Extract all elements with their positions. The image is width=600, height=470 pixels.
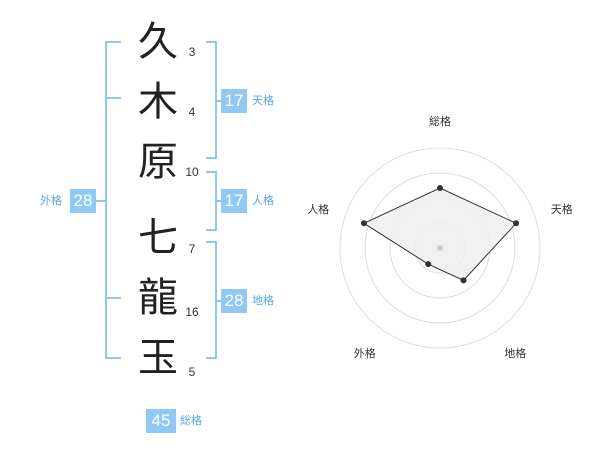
radar-point-3 <box>460 277 467 284</box>
name-char-3: 原 <box>138 139 178 185</box>
radar-grid-ring-4 <box>339 147 541 349</box>
radar-grid-ring-3 <box>364 172 516 324</box>
gaikaku-badge: 28 <box>70 189 96 213</box>
name-char-1: 久 <box>138 19 178 65</box>
stroke-count-2: 4 <box>188 105 196 119</box>
chikaku-badge: 28 <box>221 289 247 313</box>
radar-data-area <box>362 187 517 281</box>
jinkaku-badge: 17 <box>221 189 247 213</box>
radar-axis-label-2: 天格 <box>550 203 573 217</box>
tenkaku-label: 天格 <box>252 94 274 107</box>
name-char-2: 木 <box>138 79 178 125</box>
radar-center-dot <box>437 245 443 251</box>
radar-point-2 <box>513 220 520 227</box>
jinkaku-label: 人格 <box>252 194 274 207</box>
radar-point-5 <box>360 220 367 227</box>
radar-axis-label-4: 外格 <box>353 346 376 360</box>
radar-axis-label-3: 地格 <box>504 346 527 360</box>
soukaku-badge: 45 <box>146 409 176 433</box>
name-char-4: 七 <box>138 215 178 261</box>
radar-point-4 <box>425 261 432 268</box>
stroke-count-3: 10 <box>185 165 199 179</box>
radar-point-1 <box>437 185 443 191</box>
chikaku-label: 地格 <box>252 294 274 307</box>
stroke-count-1: 3 <box>188 45 196 59</box>
tenkaku-badge: 17 <box>221 89 247 113</box>
stroke-count-4: 7 <box>188 242 196 256</box>
name-char-6: 玉 <box>138 335 178 381</box>
radar-axis-label-1: 総格 <box>429 115 451 128</box>
name-char-5: 龍 <box>138 275 178 321</box>
stroke-count-5: 16 <box>185 305 199 319</box>
gaikaku-label: 外格 <box>40 194 62 207</box>
soukaku-label: 総格 <box>180 414 202 427</box>
radar-axis-label-5: 人格 <box>307 203 330 217</box>
stroke-count-6: 5 <box>188 365 196 379</box>
